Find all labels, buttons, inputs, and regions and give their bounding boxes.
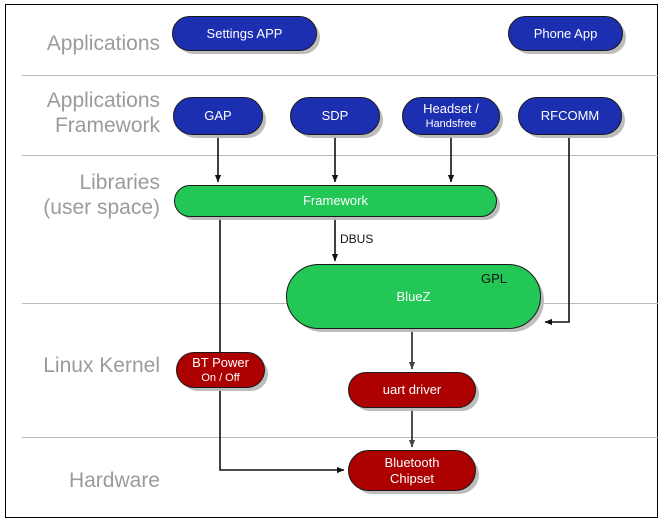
edge-label-dbus: DBUS bbox=[340, 232, 374, 246]
node-phone-app[interactable]: Phone App bbox=[508, 16, 623, 51]
divider-applications-framework bbox=[22, 155, 658, 156]
node-rfcomm-label: RFCOMM bbox=[540, 108, 600, 123]
node-bt-power[interactable]: BT Power On / Off bbox=[176, 352, 265, 388]
node-framework-label: Framework bbox=[302, 193, 368, 208]
layer-label-applications-framework: Applications Framework bbox=[46, 89, 160, 137]
node-bt-power-label-line2: On / Off bbox=[201, 372, 240, 384]
node-headset-handsfree[interactable]: Headset / Handsfree bbox=[402, 97, 500, 135]
node-settings-app-label: Settings APP bbox=[206, 25, 283, 41]
node-headset-handsfree-label-line2: Handsfree bbox=[425, 118, 477, 130]
node-settings-app[interactable]: Settings APP bbox=[172, 16, 317, 51]
node-bluez[interactable]: BlueZ bbox=[286, 264, 541, 329]
node-headset-handsfree-label-line1: Headset / bbox=[423, 101, 479, 116]
node-sdp[interactable]: SDP bbox=[290, 97, 380, 135]
layer-label-libraries: Libraries (user space) bbox=[43, 171, 160, 219]
divider-linux-kernel bbox=[22, 437, 658, 438]
node-uart-driver[interactable]: uart driver bbox=[348, 372, 476, 408]
node-bluetooth-chipset-label-line1: Bluetooth bbox=[384, 454, 440, 470]
node-gap[interactable]: GAP bbox=[173, 97, 263, 135]
node-sdp-label: SDP bbox=[321, 108, 349, 123]
node-bt-power-label-line1: BT Power bbox=[192, 355, 249, 370]
diagram-frame bbox=[5, 4, 658, 518]
divider-applications bbox=[22, 75, 658, 76]
node-framework[interactable]: Framework bbox=[174, 185, 497, 217]
node-rfcomm[interactable]: RFCOMM bbox=[518, 97, 622, 135]
node-uart-driver-label: uart driver bbox=[382, 382, 442, 397]
layer-label-hardware: Hardware bbox=[68, 469, 160, 492]
node-bluetooth-chipset[interactable]: Bluetooth Chipset bbox=[348, 450, 476, 491]
node-phone-app-label: Phone App bbox=[533, 25, 598, 41]
node-bluez-label: BlueZ bbox=[396, 288, 431, 304]
node-bluetooth-chipset-label-line2: Chipset bbox=[389, 470, 435, 486]
layer-label-applications: Applications bbox=[46, 32, 160, 55]
layer-label-linux-kernel: Linux Kernel bbox=[43, 354, 160, 377]
node-gap-label: GAP bbox=[204, 108, 232, 123]
node-bluez-gpl-badge: GPL bbox=[481, 271, 508, 286]
